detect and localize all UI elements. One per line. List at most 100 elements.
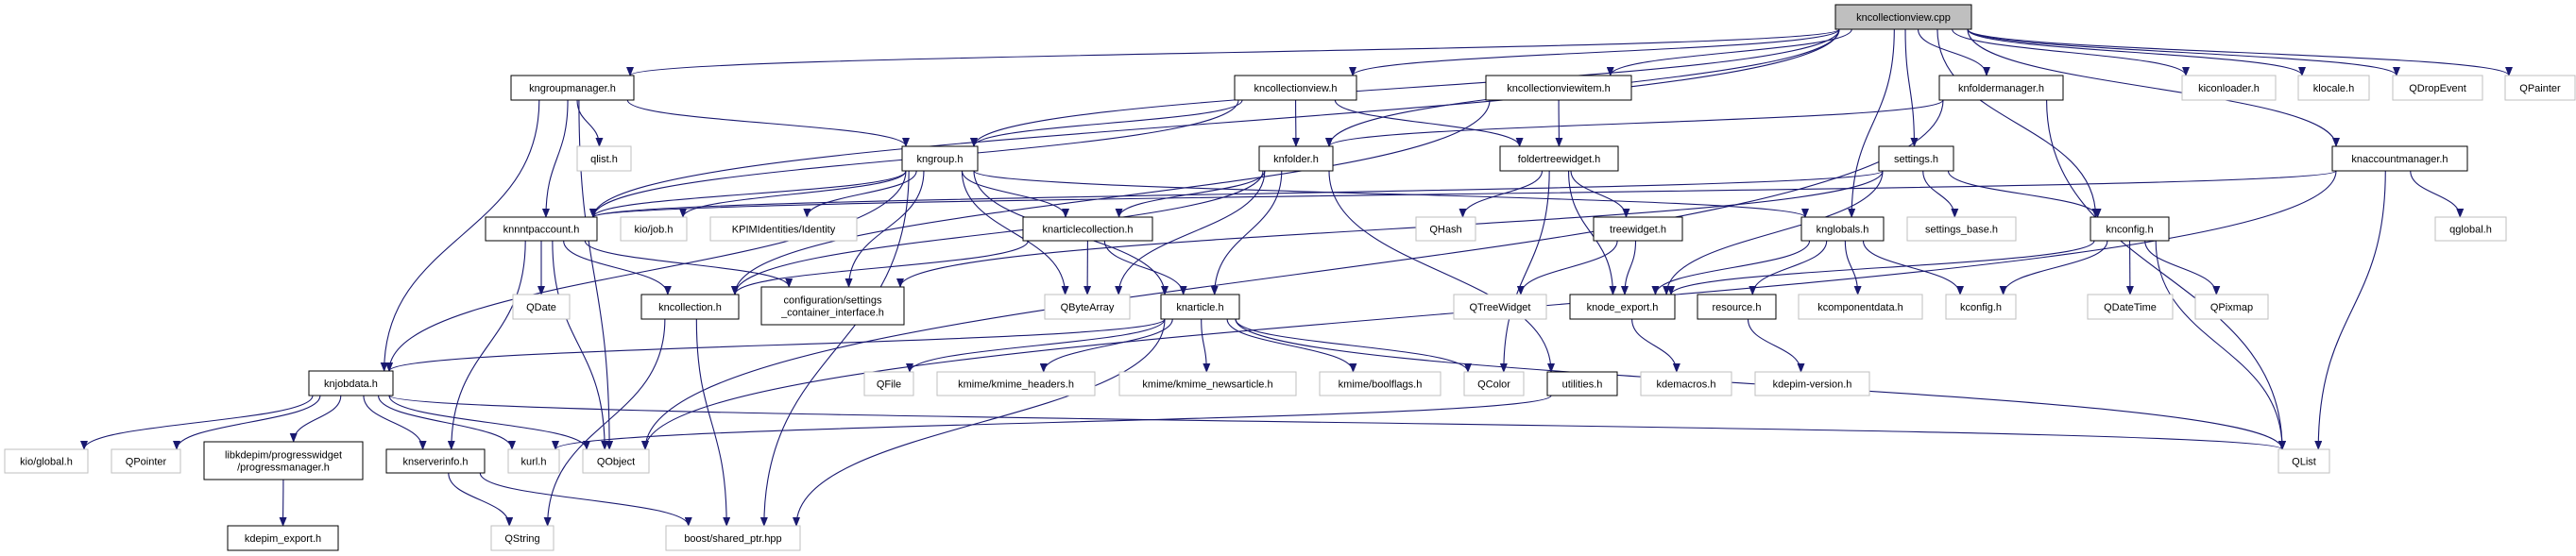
edge-foldertreewidget-to-qcolor	[1499, 170, 1550, 373]
node-box	[1938, 75, 2064, 101]
node-label: QByteArray	[1061, 302, 1115, 313]
node-box	[2297, 75, 2370, 101]
node-knnntpaccount[interactable]: knnntpaccount.h	[485, 216, 598, 242]
node-label: utilities.h	[1562, 379, 1603, 391]
node-box	[490, 525, 554, 551]
node-box	[227, 525, 339, 551]
edge-knserverinfo-to-qstring	[448, 472, 514, 527]
node-box	[1798, 294, 1923, 320]
node-knaccountmanager[interactable]: knaccountmanager.h	[2331, 145, 2468, 172]
node-boost: boost/shared_ptr.hpp	[665, 525, 801, 551]
edge-knjobdata-to-qlist	[388, 395, 2286, 450]
node-box	[2277, 448, 2330, 474]
edge-knconfig-to-qlist	[2155, 240, 2286, 450]
edge-root-to-knaccountmanager	[1967, 28, 2340, 147]
node-box	[1319, 371, 1442, 396]
edge-kngroup-to-knarticlecollection	[961, 170, 1069, 218]
edge-settings-to-configsettings	[896, 170, 1884, 288]
node-box	[863, 371, 914, 396]
node-label: knarticle.h	[1176, 302, 1223, 313]
node-label: QDropEvent	[2409, 83, 2466, 94]
edge-knjobdata-to-progressmanager	[289, 395, 342, 443]
edge-resource-to-kdepim_version	[1747, 318, 1805, 373]
node-boolflags: kmime/boolflags.h	[1319, 371, 1442, 396]
edge-utilities-to-kurl	[552, 395, 1552, 450]
node-progressmanager[interactable]: libkdepim/progresswidget/progressmanager…	[203, 441, 364, 480]
node-box	[1485, 75, 1632, 101]
node-label: kdemacros.h	[1657, 379, 1716, 391]
node-label: settings_base.h	[1925, 225, 1998, 236]
node-label: configuration/settings	[784, 295, 882, 307]
node-resource[interactable]: resource.h	[1697, 294, 1777, 320]
node-label: kurl.h	[521, 457, 547, 468]
node-box	[385, 448, 486, 474]
node-kncollectionview_h[interactable]: kncollectionview.h	[1234, 75, 1357, 101]
node-foldertreewidget[interactable]: foldertreewidget.h	[1499, 145, 1619, 172]
node-label: QString	[504, 533, 539, 545]
edge-root-to-kncollectionview_h	[1349, 28, 1840, 76]
node-label: kncollectionviewitem.h	[1507, 83, 1610, 94]
node-kcomponentdata: kcomponentdata.h	[1798, 294, 1923, 320]
node-label: QPainter	[2519, 83, 2561, 94]
edge-root-to-qpainter	[1967, 28, 2513, 76]
edge-treewidget-to-qtreewidget	[1516, 240, 1618, 295]
edge-knconfig-to-knode_export	[1667, 240, 2095, 295]
edge-knserverinfo-to-boost	[479, 472, 692, 527]
node-root[interactable]: kncollectionview.cpp	[1834, 4, 1972, 30]
nodes-layer: kncollectionview.cpp kngroupmanager.h knco…	[4, 4, 2576, 551]
node-label: knglobals.h	[1817, 225, 1869, 236]
edge-knjobdata-to-kioglobal	[80, 395, 314, 450]
node-box	[1593, 216, 1683, 242]
node-box	[1878, 145, 1954, 172]
node-label: QTreeWidget	[1469, 302, 1530, 313]
edge-knfoldermanager-to-knfolder	[1325, 99, 1944, 147]
node-qlist: QList	[2277, 448, 2330, 474]
edge-knarticle-to-knjobdata	[385, 318, 1166, 372]
node-knarticle[interactable]: knarticle.h	[1160, 294, 1240, 320]
node-box	[665, 525, 801, 551]
edge-foldertreewidget-to-knode_export	[1568, 170, 1617, 295]
edge-knaccountmanager-to-qglobal	[2410, 170, 2465, 218]
edge-knarticlecollection-to-kncollection	[731, 240, 1029, 295]
node-box	[1463, 371, 1525, 396]
node-label: kncollection.h	[658, 302, 722, 313]
node-box	[485, 216, 598, 242]
edge-kngroup-to-kiojob	[679, 170, 907, 218]
node-knserverinfo[interactable]: knserverinfo.h	[385, 448, 486, 474]
node-settings[interactable]: settings.h	[1878, 145, 1954, 172]
node-kncollectionviewitem[interactable]: kncollectionviewitem.h	[1485, 75, 1632, 101]
node-kngroup[interactable]: kngroup.h	[901, 145, 979, 172]
node-kdepim_export[interactable]: kdepim_export.h	[227, 525, 339, 551]
node-treewidget[interactable]: treewidget.h	[1593, 216, 1683, 242]
node-label: knode_export.h	[1587, 302, 1659, 313]
edge-kngroup-to-configsettings	[844, 170, 925, 288]
node-box	[2181, 75, 2277, 101]
node-kncollection[interactable]: kncollection.h	[640, 294, 740, 320]
node-utilities[interactable]: utilities.h	[1546, 371, 1618, 396]
node-kdemacros: kdemacros.h	[1640, 371, 1732, 396]
node-knarticlecollection[interactable]: knarticlecollection.h	[1022, 216, 1153, 242]
node-label: kmime/boolflags.h	[1339, 379, 1423, 391]
node-label: knnntpaccount.h	[503, 225, 580, 236]
edge-knjobdata-to-qpointer	[173, 395, 321, 450]
node-label: settings.h	[1894, 154, 1938, 165]
node-box	[576, 145, 632, 172]
node-box	[1258, 145, 1334, 172]
node-label: resource.h	[1713, 302, 1762, 313]
node-knconfig[interactable]: knconfig.h	[2090, 216, 2170, 242]
edge-knarticle-to-boost	[793, 318, 1166, 527]
node-settings_base: settings_base.h	[1906, 216, 2017, 242]
node-kmime_headers: kmime/kmime_headers.h	[936, 371, 1096, 396]
node-kpimidentity: KPIMIdentities/Identity	[709, 216, 858, 242]
node-knfolder[interactable]: knfolder.h	[1258, 145, 1334, 172]
node-knfoldermanager[interactable]: knfoldermanager.h	[1938, 75, 2064, 101]
node-label: QColor	[1477, 379, 1510, 391]
node-knjobdata[interactable]: knjobdata.h	[308, 370, 394, 396]
node-kngroupmanager[interactable]: kngroupmanager.h	[510, 75, 635, 101]
node-configsettings[interactable]: configuration/settings_container_interfa…	[760, 286, 905, 326]
node-knglobals[interactable]: knglobals.h	[1800, 216, 1885, 242]
node-knode_export[interactable]: knode_export.h	[1569, 294, 1676, 320]
node-label: knaccountmanager.h	[2351, 154, 2448, 165]
node-qtreewidget: QTreeWidget	[1453, 294, 1547, 320]
node-qstring: QString	[490, 525, 554, 551]
